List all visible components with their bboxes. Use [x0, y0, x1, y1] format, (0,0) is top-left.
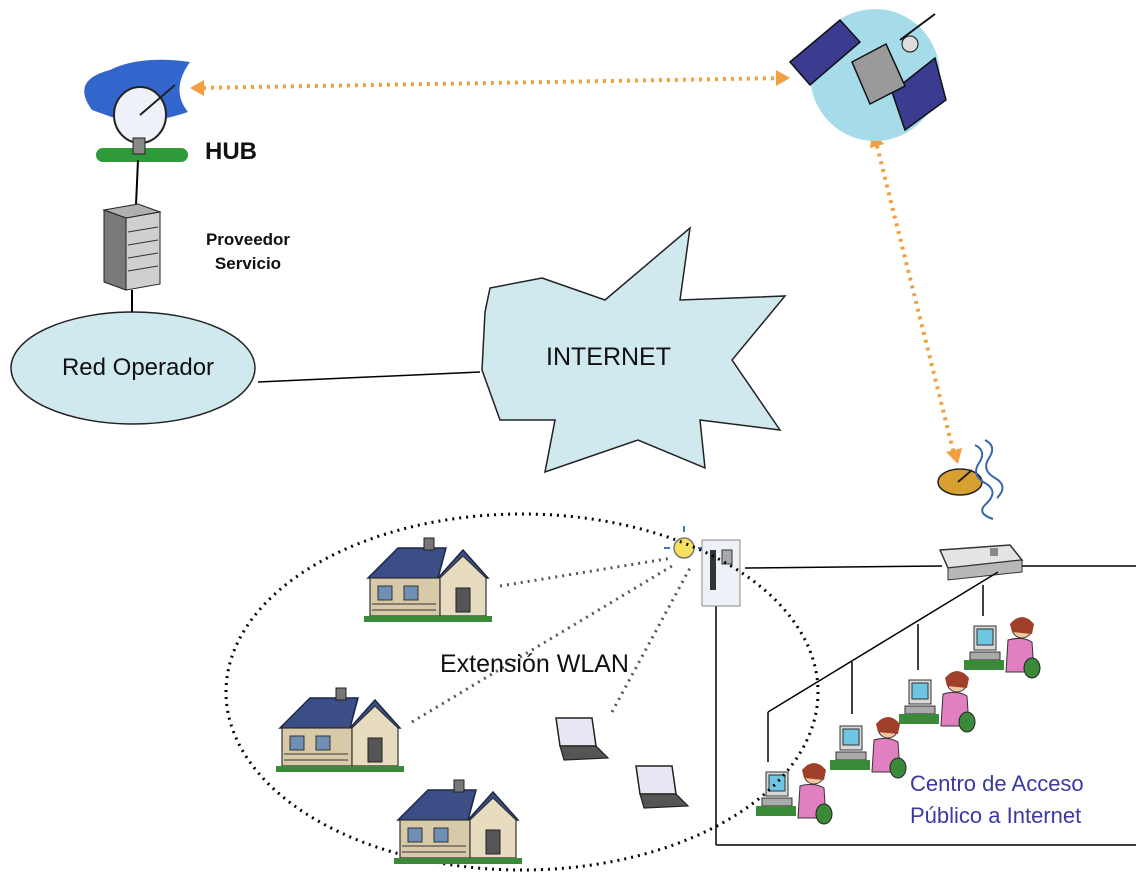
centro-line2: Público a Internet [910, 803, 1082, 828]
satellite-icon [788, 9, 947, 141]
server-icon [102, 203, 162, 291]
arrowhead [190, 80, 204, 96]
house-icon [363, 537, 493, 623]
hub-server-link [135, 159, 139, 206]
red-operador-ellipse [10, 311, 256, 425]
proveedor-label: Proveedor Servicio [190, 228, 306, 276]
house-icon [393, 779, 523, 865]
access-point-icon [664, 526, 741, 607]
arrowhead [776, 70, 790, 86]
red-operador-label: Red Operador [61, 354, 215, 381]
router-icon [938, 544, 1024, 581]
workstation-icon [755, 762, 833, 825]
internet-label: INTERNET [546, 343, 671, 371]
laptop-icon [555, 717, 609, 761]
hub-satellite-link [194, 76, 786, 90]
wlan-link [411, 564, 673, 724]
house-icon [275, 687, 405, 773]
proveedor-line2: Servicio [214, 254, 282, 273]
workstation-icon [898, 670, 976, 733]
proveedor-line1: Proveedor [205, 230, 291, 249]
wlan-link [499, 556, 673, 588]
wlan-link [610, 567, 692, 713]
centro-line1: Centro de Acceso [910, 771, 1084, 796]
centro-box-top-left [744, 565, 943, 569]
lan-backbone [767, 571, 999, 713]
centro-acceso-label: Centro de Acceso Público a Internet [910, 768, 1084, 832]
internet-cloud [481, 226, 787, 474]
hub-dish-icon [84, 59, 190, 162]
wlan-coverage-ellipse [224, 512, 820, 872]
operator-internet-link [257, 371, 481, 383]
wlan-label: Extensión WLAN [440, 650, 629, 678]
workstation-icon [963, 616, 1041, 679]
satellite-vsat-link [873, 137, 957, 459]
workstation-icon [829, 716, 907, 779]
arrowhead [946, 448, 962, 464]
laptop-icon [635, 765, 689, 809]
hub-label: HUB [205, 138, 257, 165]
vsat-dish-icon [937, 439, 1004, 520]
